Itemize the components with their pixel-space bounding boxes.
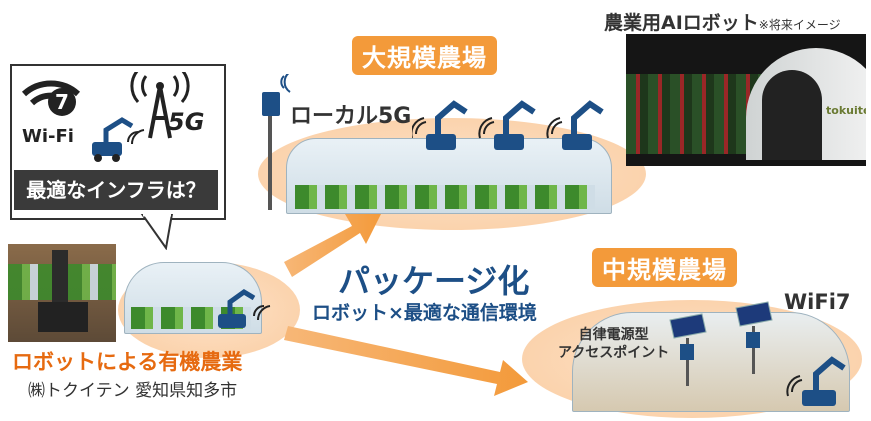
solar-ap-2	[735, 301, 773, 374]
arrow-up	[284, 212, 382, 277]
bubble-tail	[140, 214, 174, 250]
local5g-antenna	[258, 71, 304, 218]
ap-label: 自律電源型 アクセスポイント	[558, 326, 669, 362]
ap-label-line1: 自律電源型	[578, 327, 649, 343]
large-robot-2	[478, 100, 536, 150]
solar-access-points	[669, 301, 773, 386]
large-farm-robots	[412, 100, 604, 150]
arrow-down	[284, 326, 528, 396]
wifi7-label: WiFi7	[784, 290, 851, 314]
mid-farm-title: 中規模農場	[592, 248, 737, 287]
infra-question: 最適なインフラは？	[14, 170, 218, 210]
fiveg-label: 5G	[168, 108, 205, 136]
large-robot-3	[546, 100, 604, 150]
local5g-label: ローカル5G	[290, 104, 412, 129]
ai-robot-title: 農業用AIロボット※将来イメージ	[604, 8, 841, 35]
small-farm-title: ロボットによる有機農業	[12, 350, 243, 374]
wifi7-number: 7	[55, 90, 69, 114]
wifi7-icon: 7 Wi-Fi	[20, 72, 82, 150]
small-farm-robot-icon	[214, 286, 274, 338]
ai-robot-brand: tokuiten	[826, 104, 866, 117]
ap-label-line2: アクセスポイント	[558, 345, 670, 361]
ai-robot-photo: tokuiten	[626, 34, 866, 166]
large-robot-1	[412, 100, 468, 150]
package-subtitle: ロボット×最適な通信環境	[312, 302, 537, 324]
solar-ap-1	[669, 313, 707, 386]
robot-arm-icon	[88, 112, 148, 166]
small-farm-photo	[8, 244, 116, 342]
wifi-label: Wi-Fi	[22, 126, 74, 147]
package-title: パッケージ化	[338, 262, 530, 300]
ai-robot-note: ※将来イメージ	[758, 18, 841, 32]
large-farm-title: 大規模農場	[352, 36, 497, 75]
antenna-5g-icon: 5G	[128, 69, 204, 146]
ai-robot-title-main: 農業用AIロボット	[604, 12, 759, 34]
mid-farm-robot-icon	[786, 356, 846, 406]
small-farm-location: ㈱トクイテン 愛知県知多市	[28, 381, 238, 401]
